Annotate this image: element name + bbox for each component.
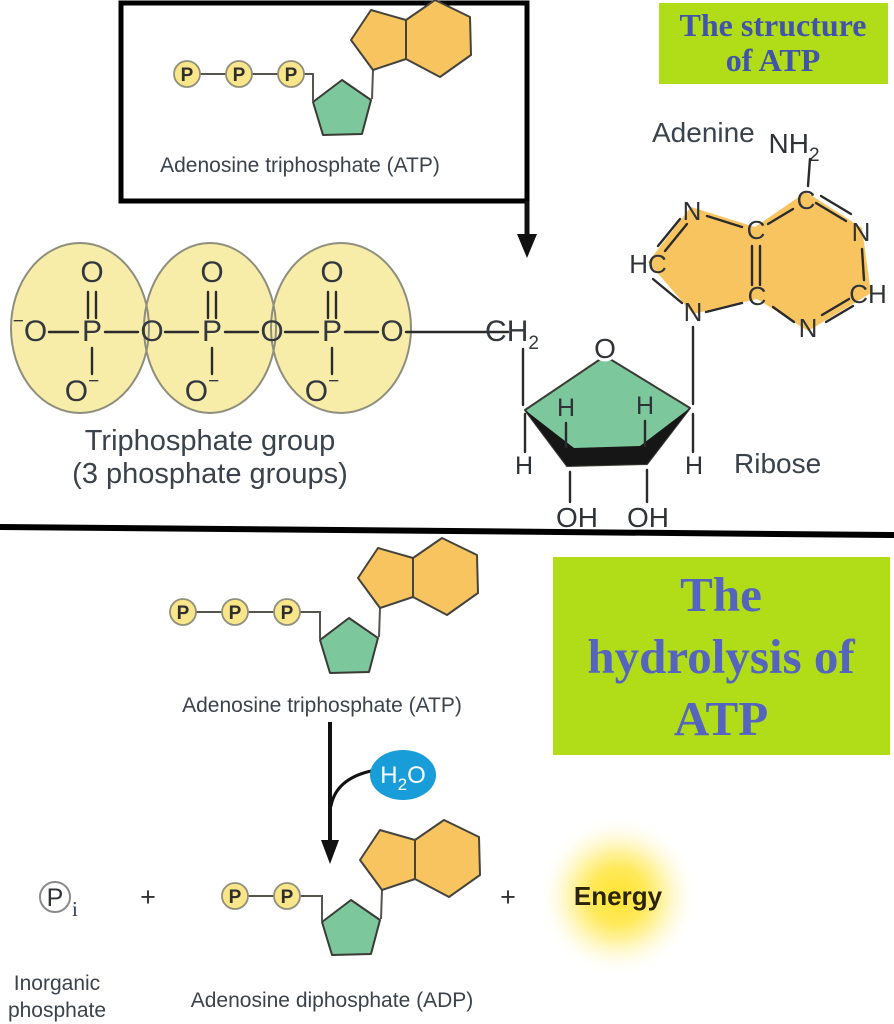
phosphate-circle [221,882,249,910]
phosphate-circle [169,598,197,626]
phosphate-letter: P [281,887,294,908]
phosphate-letter: P [229,603,242,624]
ring-oxygen: O [594,333,616,364]
atp-overview-box: P P P Adenosine triphosphate (ATP) [118,0,530,204]
phosphate-circle [173,60,201,88]
adenine-ring: Adenine NH2 N C C N HC C [629,117,887,406]
phosphate-letter: P [285,65,298,86]
o-atom: O [140,315,163,348]
pi-subscript: i [72,897,78,921]
n-atom: N [683,196,702,226]
c-atom: C [797,185,816,215]
phosphate-circle [277,60,305,88]
phosphate-blob [11,243,149,413]
ribose-bottom-wedge [525,408,690,466]
phosphate-chain-bonds [47,290,510,376]
adp-cartoon: P P Adenosine diphosphate (ADP) [191,819,481,1012]
atp-caption: Adenosine triphosphate (ATP) [160,154,440,177]
adenine-atoms: N C C N HC C CH N N [629,185,887,343]
inorganic-caption-line1: Inorganic [14,972,100,995]
hydrolysis-title-line2: hydrolysis of [587,629,855,684]
water-formula: H2O [380,762,425,794]
o-minus-atom: −O [13,311,47,348]
hydrolysis-arrow [321,722,373,864]
o-atom: O [320,256,343,289]
nh2-group: NH2 [768,128,819,166]
hydrolysis-title-line3: ATP [674,691,768,746]
adp-caption: Adenosine diphosphate (ADP) [191,989,474,1012]
p-atom: P [82,315,102,348]
c-atom: C [748,281,767,311]
phosphate-circle [273,598,301,626]
triphosphate-group: −O P O P O P O O O O O− O− O− Triphospha… [10,242,510,490]
o-minus-atom: O− [305,371,339,408]
o-minus-atom: O− [185,371,219,408]
h-atom: H [636,392,654,420]
phosphate-circle [273,882,301,910]
inorganic-phosphate-symbol: P i Inorganic phosphate [8,881,106,1022]
o-atom: O [380,315,403,348]
phosphate-chain-atoms: −O P O P O P O O O O O− O− O− [13,256,404,408]
pi-letter: P [47,884,64,912]
p-atom: P [202,315,222,348]
structure-title-line1: The structure [680,7,867,43]
ch-atom: CH [849,279,887,309]
atp-frame-border [118,0,530,204]
n-atom: N [852,217,871,247]
water-molecule: H2O [370,750,436,800]
phosphate-circle [221,598,249,626]
c-atom: C [747,215,766,245]
h-atom: H [685,452,703,480]
phosphate-letter: P [181,65,194,86]
atp-caption-bottom: Adenosine triphosphate (ATP) [182,694,462,717]
ribose-atoms: H H H H OH OH [515,392,703,533]
o-minus-atom: O− [65,371,99,408]
ribose-caption: Ribose [734,448,821,479]
o-atom: O [200,256,223,289]
ch2-group: CH2 [485,315,539,354]
energy-glow: Energy [538,816,698,976]
adenine-bonds [651,157,866,406]
h-atom: H [515,452,533,480]
structure-title-box: The structure of ATP [659,3,888,84]
hydrolysis-title-line1: The [680,567,762,622]
p-atom: P [322,315,342,348]
phosphate-letter: P [233,65,246,86]
phosphate-blob [271,243,411,413]
ribose-ring: CH2 O H H H H OH OH Ribose [485,315,821,533]
plus-sign: + [500,882,516,912]
o-atom: O [260,315,283,348]
phosphate-circle [225,60,253,88]
atp-cartoon-bottom: P P P Adenosine triphosphate (ATP) [169,537,479,717]
water-oval [370,750,436,800]
phosphate-letter: P [229,887,242,908]
oh-group: OH [627,502,669,533]
ring-oxygen-backing [592,336,618,362]
triphosphate-caption-line1: Triphosphate group [85,425,335,457]
plus-sign: + [140,882,156,912]
triphosphate-caption-line2: (3 phosphate groups) [72,458,348,490]
structure-title-line2: of ATP [726,42,821,78]
phosphate-letter: P [281,603,294,624]
phosphate-blob [144,243,276,413]
energy-halo [538,816,698,976]
oh-group: OH [556,502,598,533]
hc-atom: HC [629,249,667,279]
o-atom: O [80,256,103,289]
inorganic-caption-line2: phosphate [8,999,106,1022]
atp-cartoon-top: P P P [173,0,472,136]
n-atom: N [799,313,818,343]
section-divider-line [0,524,894,538]
ribose-bonds [523,412,695,504]
hydrolysis-title-box: The hydrolysis of ATP [553,557,890,755]
energy-caption: Energy [574,881,663,911]
arrow-down-icon [517,201,537,258]
adenine-caption: Adenine [652,117,755,148]
phosphate-letter: P [177,603,190,624]
h-atom: H [557,394,575,422]
n-atom: N [684,297,703,327]
